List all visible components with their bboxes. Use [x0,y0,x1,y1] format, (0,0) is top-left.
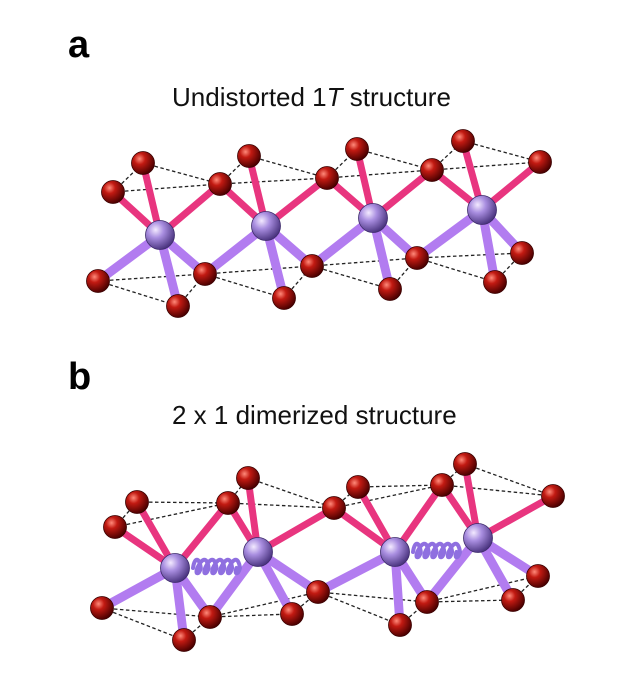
dashed-edge [227,502,335,509]
chalcogen-atom [90,596,114,620]
chalcogen-atom [388,613,412,637]
panel-a-title-part2: structure [342,82,451,112]
metal-atom [380,537,410,567]
dimer-spring [191,557,243,576]
chalcogen-atom [501,588,525,612]
metal-atom [358,203,388,233]
chalcogen-atom [405,246,429,270]
metal-atom [467,195,497,225]
dashed-edge [311,265,391,290]
chalcogen-atom [131,151,155,175]
atom-group [86,129,552,318]
chalcogen-atom [208,172,232,196]
dashed-edge [248,155,328,179]
chalcogen-atom [280,602,304,626]
chalcogen-atom [216,491,240,515]
dashed-edge [317,591,428,603]
dashed-edge [142,162,221,185]
dashed-edge [356,148,433,171]
dashed-edge [219,177,328,185]
dashed-edge [357,484,443,488]
dashed-edge [426,575,539,603]
dashed-edge [97,280,179,307]
chalcogen-atom [166,294,190,318]
dashed-edge [136,501,229,504]
dashed-edge [464,463,554,497]
dashed-edge [209,591,319,618]
dashed-edge [441,484,554,497]
panel-b-structure [90,452,565,652]
chalcogen-atom [510,241,534,265]
chalcogen-atom [420,158,444,182]
chalcogen-atom [346,475,370,499]
chalcogen-atom [453,452,477,476]
chalcogen-atom [430,473,454,497]
dashed-edge [97,273,206,282]
dashed-edge [112,183,221,193]
panel-a-title-part1: Undistorted 1 [172,82,327,112]
panel-b-label: b [68,356,92,398]
chalcogen-atom [103,515,127,539]
panel-a-title: Undistorted 1T structure [172,82,451,113]
dashed-edge [209,613,293,618]
chalcogen-atom [415,590,439,614]
chalcogen-atom [86,269,110,293]
dashed-edge [431,161,541,171]
chalcogen-atom [322,496,346,520]
chalcogen-atom [483,270,507,294]
dashed-edge [326,169,433,179]
panel-b-title: 2 x 1 dimerized structure [172,400,457,430]
chalcogen-atom [526,564,550,588]
dashed-edge [416,257,496,283]
chalcogen-atom [315,166,339,190]
chalcogen-atom [272,286,296,310]
chalcogen-atom [300,254,324,278]
dashed-edge [101,607,211,618]
dashed-edge [462,140,541,163]
chalcogen-atom [101,180,125,204]
chalcogen-atom [198,605,222,629]
dashed-edge [101,607,185,641]
dashed-edge [426,599,514,603]
dashed-edge [416,252,523,259]
panel-a-title-italic: T [326,82,343,112]
chalcogen-atom [378,277,402,301]
metal-atom [463,523,493,553]
metal-atom [160,553,190,583]
panel-a-structure [86,129,552,318]
metal-atom [243,537,273,567]
dimer-spring [411,541,463,560]
metal-atom [251,211,281,241]
dashed-outline-group [101,463,554,641]
dashed-edge [114,502,229,528]
metal-atom [145,220,175,250]
atom-group [90,452,565,652]
chalcogen-atom [172,628,196,652]
chalcogen-atom [528,150,552,174]
chalcogen-atom [306,580,330,604]
chalcogen-atom [451,129,475,153]
chalcogen-atom [237,144,261,168]
dashed-edge [204,273,285,299]
dashed-edge [247,477,335,509]
dashed-edge [333,484,443,509]
chalcogen-atom [236,466,260,490]
dashed-edge [204,265,313,275]
chalcogen-atom [193,262,217,286]
panel-a-label: a [68,24,90,66]
dashed-edge [317,591,401,626]
chalcogen-atom [345,137,369,161]
chalcogen-atom [125,490,149,514]
chalcogen-atom [541,484,565,508]
